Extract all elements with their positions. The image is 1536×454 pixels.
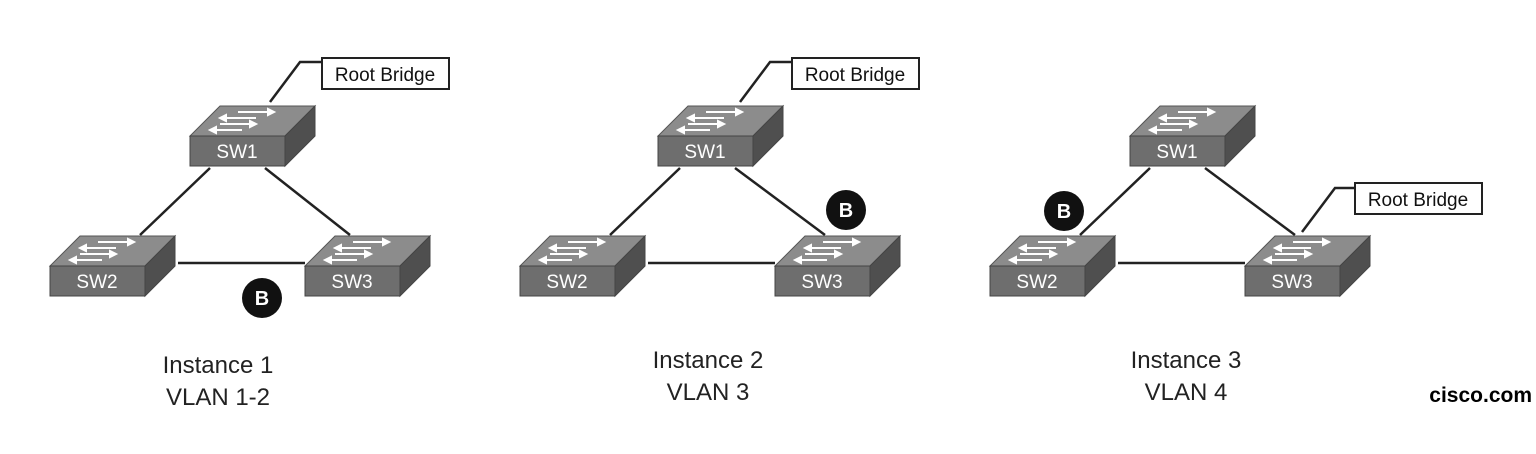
root-bridge-leader [1301,186,1355,233]
link-sw1-sw2 [139,167,211,236]
switch-sw1: SW1 [657,105,784,167]
switch-sw3: SW3 [1244,235,1371,297]
switch-sw3-label: SW3 [331,272,372,293]
instance-vlans: VLAN 4 [1144,379,1228,406]
instance-3-caption: Instance 3 VLAN 4 [1066,345,1306,409]
blocked-port-icon [826,190,866,230]
switch-sw1-label: SW1 [1156,142,1197,163]
root-bridge-box [791,57,920,90]
root-bridge-leader [269,60,322,103]
link-sw1-sw3 [1204,166,1296,237]
link-sw1-sw2 [609,167,681,236]
blocked-port-icon [1044,191,1084,231]
root-bridge-label: Root Bridge [335,65,435,86]
watermark: cisco.com [1429,384,1532,407]
root-bridge-label: Root Bridge [1368,190,1468,211]
switch-sw2: SW2 [989,235,1116,297]
switch-sw1: SW1 [189,105,316,167]
switch-sw1: SW1 [1129,105,1256,167]
instance-title: Instance 3 [1130,347,1242,374]
switch-sw3-label: SW3 [1271,272,1312,293]
root-bridge-leader [739,60,792,103]
blocked-port-label: B [839,200,853,222]
instance-vlans: VLAN 1-2 [165,384,271,411]
blocked-port-icon [242,278,282,318]
instance-title: Instance 1 [162,352,274,379]
link-sw1-sw3 [734,166,826,237]
root-bridge-box [321,57,450,90]
instance-3-panel: Root Bridge SW1 SW2 SW3 B Instance 3 VLA… [940,0,1483,454]
switch-sw3: SW3 [304,235,431,297]
switch-sw3-label: SW3 [801,272,842,293]
switch-sw1-label: SW1 [684,142,725,163]
link-sw1-sw3 [264,167,351,236]
switch-sw2-label: SW2 [76,272,117,293]
instance-3-diagram: Root Bridge SW1 SW2 SW3 B [989,105,1483,297]
blocked-port-label: B [1057,201,1071,223]
instance-1-diagram: Root Bridge SW1 SW2 SW3 B [49,57,450,318]
instance-2-caption: Instance 2 VLAN 3 [588,345,828,409]
root-bridge-box [1354,182,1483,215]
switch-sw2: SW2 [49,235,176,297]
instance-1-panel: Root Bridge SW1 SW2 SW3 B Instance 1 VLA… [0,0,500,454]
switch-sw2-label: SW2 [1016,272,1057,293]
root-bridge-label: Root Bridge [805,65,905,86]
switch-sw1-label: SW1 [216,142,257,163]
switch-sw2: SW2 [519,235,646,297]
instance-title: Instance 2 [652,347,764,374]
instance-2-panel: Root Bridge SW1 SW2 SW3 B Instance 2 VLA… [470,0,970,454]
link-sw1-sw2 [1079,167,1151,236]
switch-sw2-label: SW2 [546,272,587,293]
switch-sw3: SW3 [774,235,901,297]
blocked-port-label: B [255,288,269,310]
instance-2-diagram: Root Bridge SW1 SW2 SW3 B [519,57,920,297]
instance-vlans: VLAN 3 [666,379,750,406]
instance-1-caption: Instance 1 VLAN 1-2 [98,350,338,414]
